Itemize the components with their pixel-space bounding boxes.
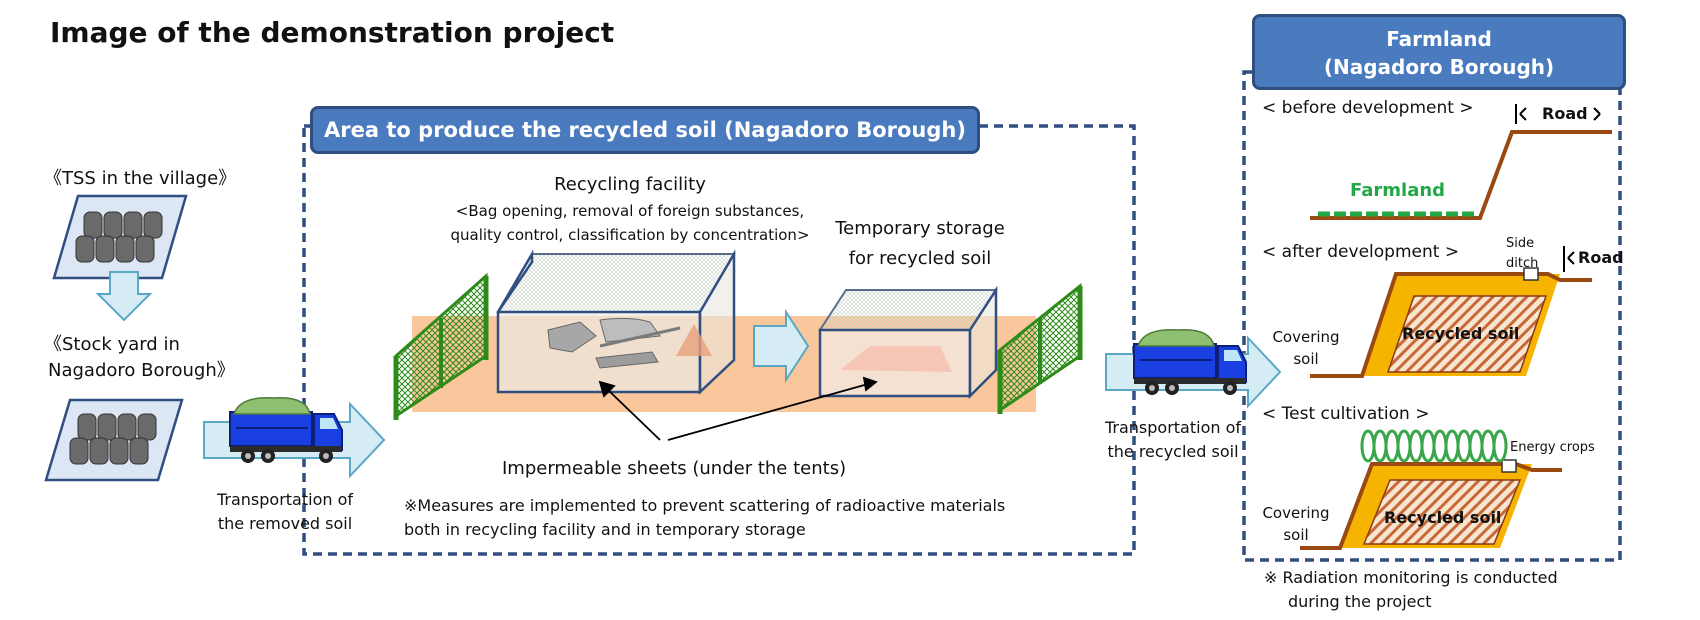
farmland-header-line1: Farmland [1386, 27, 1492, 51]
covering-soil-label-test-line1: Covering [1262, 504, 1330, 522]
storage-tent-icon [818, 285, 998, 400]
farmland-header: Farmland (Nagadoro Borough) [1252, 14, 1626, 90]
transport-removed-line1: Transportation of [216, 490, 354, 509]
tss-label: 《TSS in the village》 [44, 168, 237, 189]
measures-note-line2: both in recycling facility and in tempor… [404, 520, 806, 539]
transport-removed-line2: the removed soil [217, 514, 353, 533]
recycling-desc-line1: <Bag opening, removal of foreign substan… [455, 202, 805, 220]
area-dashed-border [302, 124, 1136, 556]
sheet-pointer-arrows [598, 376, 878, 441]
after-profile [1310, 246, 1592, 378]
transport-recycled-line1: Transportation of [1104, 418, 1242, 437]
stockyard-bag-stack-icon [44, 398, 184, 482]
side-ditch-icon [1501, 459, 1517, 473]
flow-arrow-icon [753, 308, 810, 384]
monitoring-note-line2: during the project [1288, 592, 1432, 611]
storage-label-line2: for recycled soil [848, 248, 992, 269]
stockyard-label-line1: 《Stock yard in [44, 334, 180, 355]
tss-bag-stack-icon [52, 194, 188, 280]
fence-icon [393, 272, 489, 420]
recycled-soil-label-after: Recycled soil [1402, 324, 1520, 343]
recycling-tent-icon [496, 249, 736, 395]
recycling-desc-line2: quality control, classification by conce… [450, 226, 810, 244]
stockyard-label-line2: Nagadoro Borough》 [48, 360, 235, 381]
measures-note-line1: ※Measures are implemented to prevent sca… [404, 496, 1006, 515]
area-header: Area to produce the recycled soil (Nagad… [310, 106, 980, 154]
fence-icon [997, 282, 1083, 414]
page-title: Image of the demonstration project [50, 16, 615, 49]
farmland-header-line2: (Nagadoro Borough) [1323, 55, 1555, 79]
side-ditch-label-line2: ditch [1506, 256, 1539, 271]
test-cultivation-label: < Test cultivation > [1262, 404, 1430, 424]
crop-coil-icon [1360, 429, 1508, 463]
monitoring-note-line1: ※ Radiation monitoring is conducted [1264, 568, 1558, 587]
down-arrow-icon [95, 271, 153, 322]
before-profile [1310, 104, 1612, 220]
transport-recycled-line2: the recycled soil [1107, 442, 1239, 461]
after-development-label: < after development > [1262, 242, 1460, 262]
covering-soil-label-test-line2: soil [1283, 526, 1309, 544]
road-label-after: Road [1578, 248, 1624, 267]
side-ditch-icon [1523, 267, 1539, 281]
storage-label-line1: Temporary storage [835, 218, 1005, 239]
recycling-facility-title: Recycling facility [554, 174, 706, 195]
before-development-label: < before development > [1262, 98, 1474, 118]
farmland-label: Farmland [1350, 180, 1446, 201]
impermeable-sheets-label: Impermeable sheets (under the tents) [502, 458, 847, 479]
recycled-soil-label-test: Recycled soil [1384, 508, 1502, 527]
side-ditch-label-line1: Side [1506, 236, 1535, 251]
energy-crops-label: Energy crops [1510, 440, 1595, 455]
covering-soil-label-line1: Covering [1272, 328, 1340, 346]
test-profile [1300, 429, 1562, 550]
covering-soil-label-line2: soil [1293, 350, 1319, 368]
road-label-before: Road [1542, 104, 1588, 123]
